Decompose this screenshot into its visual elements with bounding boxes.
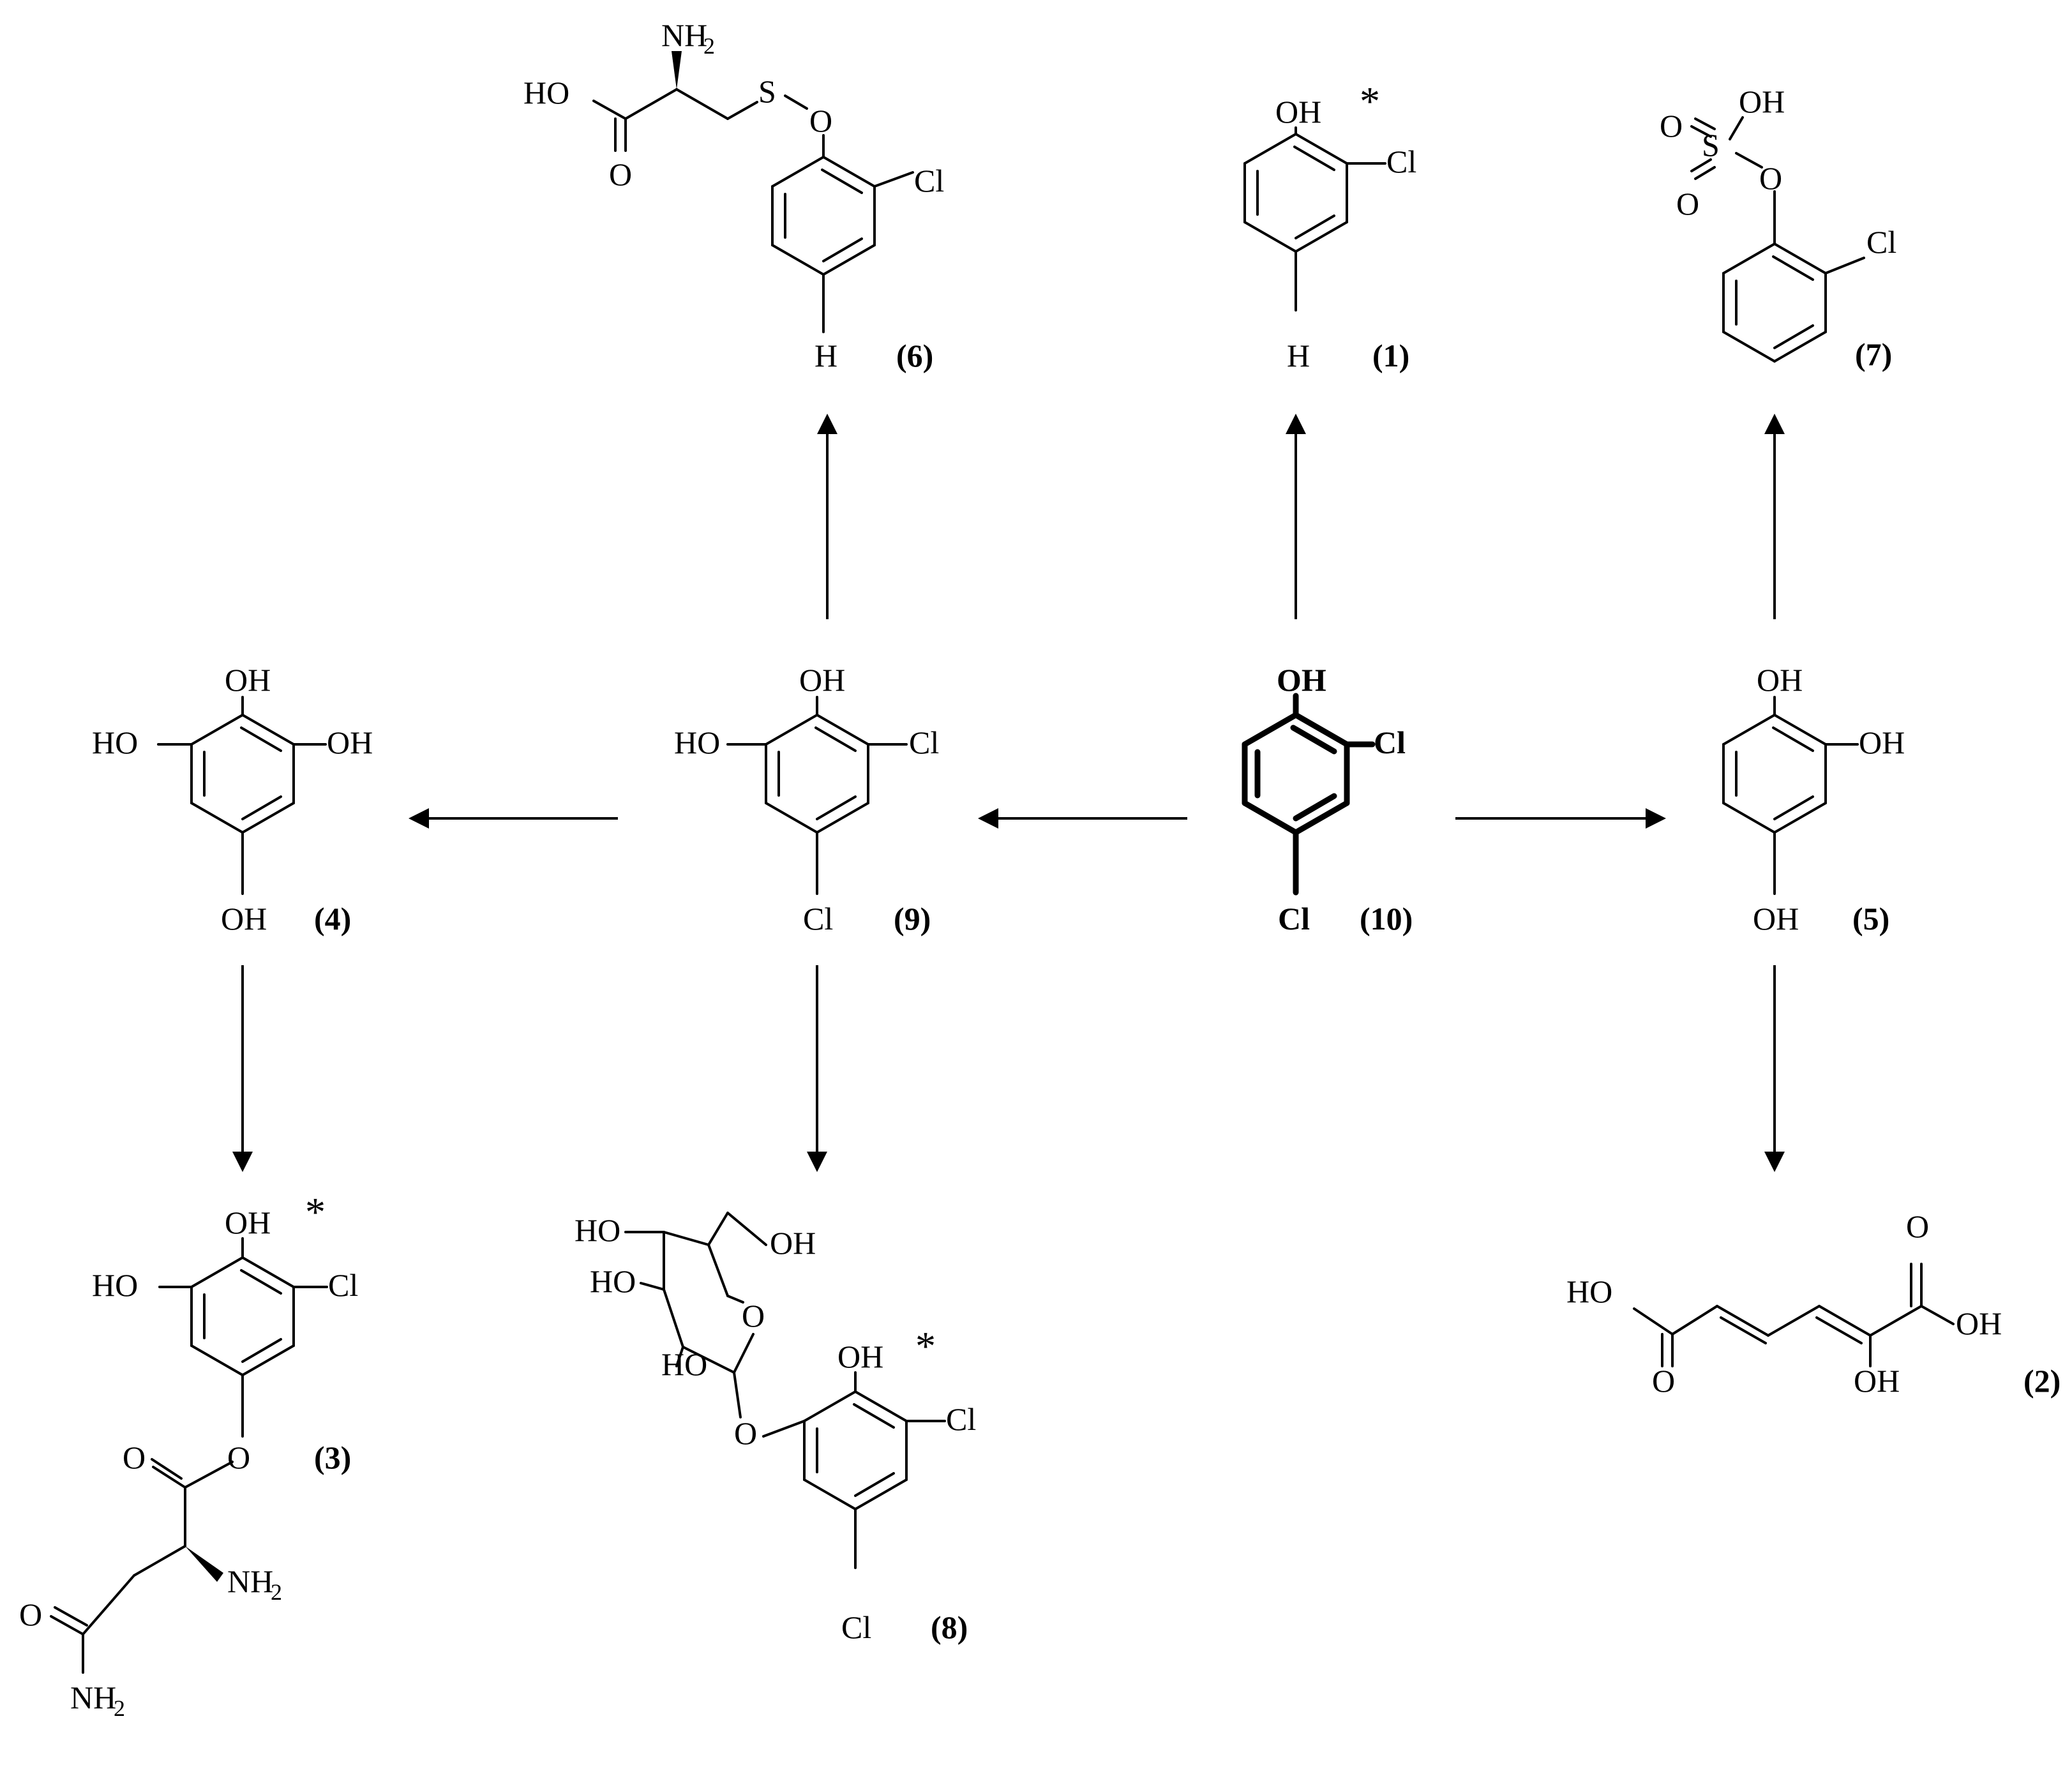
c3-cl: Cl <box>328 1267 358 1303</box>
c1-oh: OH <box>1275 94 1321 130</box>
c3-nh2: NH <box>227 1563 273 1599</box>
c3-o-ring: O <box>227 1440 250 1475</box>
ring-5 <box>1722 696 1859 895</box>
ring-6 <box>592 88 914 333</box>
c8-label: (8) <box>931 1609 968 1645</box>
c3-nh2-amide-sub: 2 <box>114 1696 125 1721</box>
c8-o-ring: O <box>742 1298 765 1334</box>
chain-2 <box>1633 1263 1955 1367</box>
c2-oh-enol: OH <box>1854 1363 1900 1399</box>
c8-o-link: O <box>734 1415 757 1451</box>
ring-9 <box>726 696 908 895</box>
c7-cl: Cl <box>1866 224 1896 260</box>
c9-ho: HO <box>674 725 720 760</box>
c5-oh-top: OH <box>1757 662 1803 698</box>
c9-oh: OH <box>799 662 845 698</box>
c3-nh2-sub: 2 <box>271 1579 282 1605</box>
compound-7: OH O S O O Cl (7) <box>1660 84 1896 372</box>
c7-s: S <box>1702 127 1720 163</box>
c5-oh-bottom: OH <box>1753 901 1799 936</box>
c6-nh2-sub: 2 <box>703 33 715 59</box>
c1-cl: Cl <box>1386 144 1416 179</box>
c6-ho: HO <box>523 75 569 110</box>
c2-ho: HO <box>1566 1274 1612 1309</box>
c3-oh: OH <box>225 1205 271 1240</box>
c8-oh-ch2: OH <box>770 1225 816 1261</box>
c1-label: (1) <box>1372 338 1409 373</box>
c3-o-amide: O <box>19 1597 42 1632</box>
c8-ho3: HO <box>661 1346 707 1382</box>
ring-3 <box>50 1237 328 1674</box>
c8-ho2: HO <box>590 1263 636 1299</box>
c2-o2: O <box>1906 1208 1929 1244</box>
c8-star: * <box>915 1323 936 1369</box>
c7-o-ester: O <box>1759 160 1782 196</box>
compound-1: OH * Cl H (1) <box>1243 79 1416 373</box>
c7-label: (7) <box>1855 336 1892 372</box>
c1-h: H <box>1287 338 1310 373</box>
c3-star: * <box>305 1189 326 1235</box>
c9-label: (9) <box>894 901 931 936</box>
c6-h: H <box>815 338 837 373</box>
compound-5: OH OH OH (5) <box>1722 662 1905 936</box>
c10-label: (10) <box>1360 901 1413 936</box>
c7-oh: OH <box>1739 84 1785 119</box>
c10-oh: OH <box>1277 662 1326 698</box>
c6-label: (6) <box>896 338 933 373</box>
c4-label: (4) <box>314 901 351 936</box>
compound-3: OH * HO Cl O (3) O NH 2 O NH 2 <box>19 1189 358 1721</box>
c5-label: (5) <box>1852 901 1889 936</box>
c2-oh-acid: OH <box>1956 1305 2002 1341</box>
c6-nh2: NH <box>661 17 707 53</box>
c3-label: (3) <box>314 1440 351 1475</box>
ring-1 <box>1243 126 1386 312</box>
c2-label: (2) <box>2023 1363 2061 1399</box>
c4-ho-left: HO <box>92 725 138 760</box>
c7-o1: O <box>1660 108 1683 144</box>
c5-oh-right: OH <box>1859 725 1905 760</box>
ring-7 <box>1690 116 1865 363</box>
c1-star: * <box>1360 79 1380 124</box>
sugar-ring-8 <box>624 1212 767 1418</box>
c6-wedge-bond <box>672 51 682 89</box>
reaction-arrows <box>232 414 1785 1172</box>
c4-oh-bottom: OH <box>221 901 267 936</box>
c4-oh-top: OH <box>225 662 271 698</box>
c3-o-carbonyl: O <box>123 1440 146 1475</box>
c3-ho: HO <box>92 1267 138 1303</box>
c10-cl-top: Cl <box>1374 725 1406 760</box>
c8-ho1: HO <box>574 1212 620 1248</box>
c3-wedge-bond <box>185 1546 223 1582</box>
c6-o-ether: O <box>809 103 832 139</box>
c9-cl-bottom: Cl <box>803 901 833 936</box>
c8-cl-top: Cl <box>946 1401 976 1437</box>
compound-6: NH 2 HO O S O Cl H (6) <box>523 17 944 373</box>
c8-cl-bottom: Cl <box>841 1609 871 1645</box>
c6-s: S <box>758 73 776 109</box>
ring-4 <box>157 696 327 895</box>
compound-9: OH HO Cl Cl (9) <box>674 662 939 936</box>
compound-4: OH HO OH OH (4) <box>92 662 373 936</box>
c9-cl-top: Cl <box>909 725 939 760</box>
c6-o-carbonyl: O <box>609 156 632 192</box>
compound-2: HO O O OH OH (2) <box>1566 1208 2061 1399</box>
compound-10: OH Cl Cl (10) <box>1242 662 1413 936</box>
ring-10 <box>1242 693 1376 896</box>
ring-8 <box>762 1371 946 1569</box>
c4-oh-right: OH <box>327 725 373 760</box>
c2-o1: O <box>1652 1363 1675 1399</box>
c6-cl: Cl <box>914 163 944 199</box>
c10-cl-bottom: Cl <box>1278 901 1310 936</box>
compound-8: HO OH HO O HO O OH * Cl Cl (8) <box>574 1212 976 1645</box>
c8-oh: OH <box>837 1339 883 1374</box>
c3-nh2-amide: NH <box>70 1680 116 1715</box>
c7-o2: O <box>1676 186 1699 222</box>
